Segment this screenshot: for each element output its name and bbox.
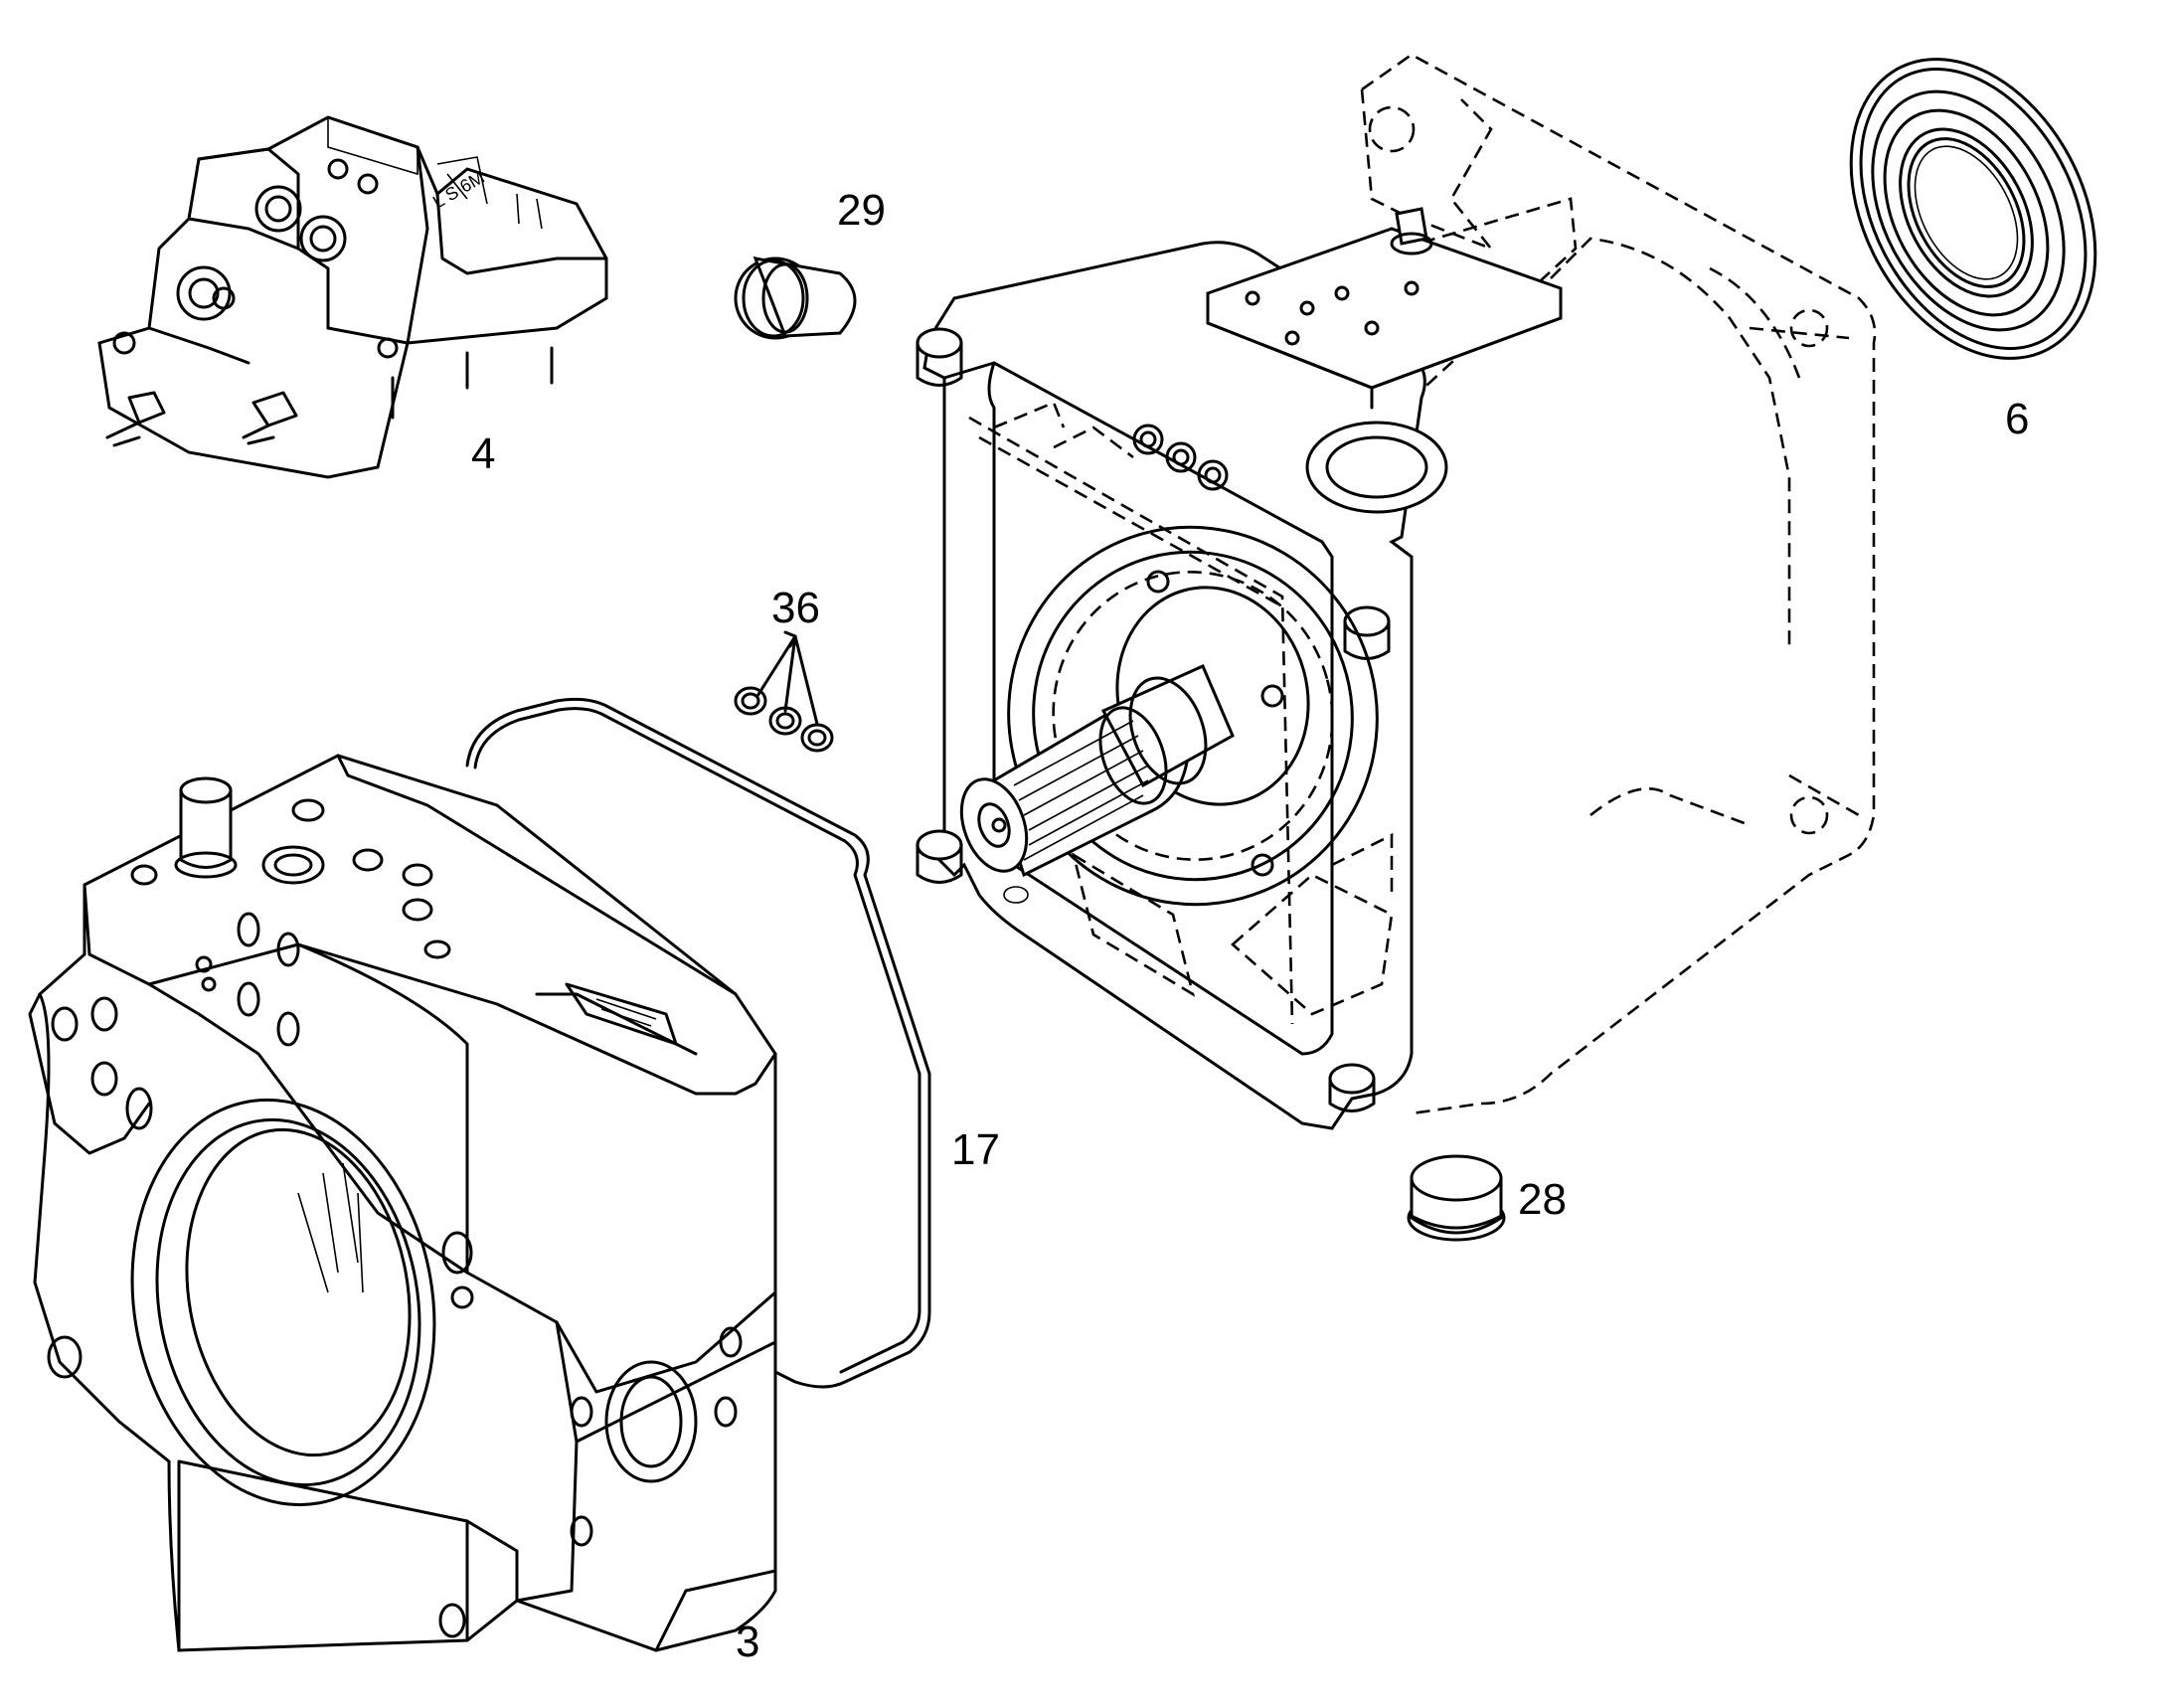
part-3-port-housing	[28, 754, 777, 1652]
callout-4: 4	[471, 429, 496, 478]
callout-17: 17	[951, 1125, 1000, 1174]
part-6-seal-ring	[1849, 58, 2097, 360]
part-17-o-ring-seal	[465, 697, 931, 1389]
callout-6: 6	[2005, 395, 2030, 443]
part-4-control-valve: L S 6M	[97, 115, 608, 479]
part-28-plug	[1407, 1154, 1506, 1242]
callout-36: 36	[771, 584, 820, 632]
part-29-cap	[734, 256, 857, 340]
callout-28: 28	[1518, 1175, 1567, 1224]
callout-3: 3	[736, 1618, 760, 1666]
callout-29: 29	[837, 186, 886, 235]
part-36-o-rings	[734, 630, 834, 753]
main-motor-housing	[916, 53, 1877, 1130]
